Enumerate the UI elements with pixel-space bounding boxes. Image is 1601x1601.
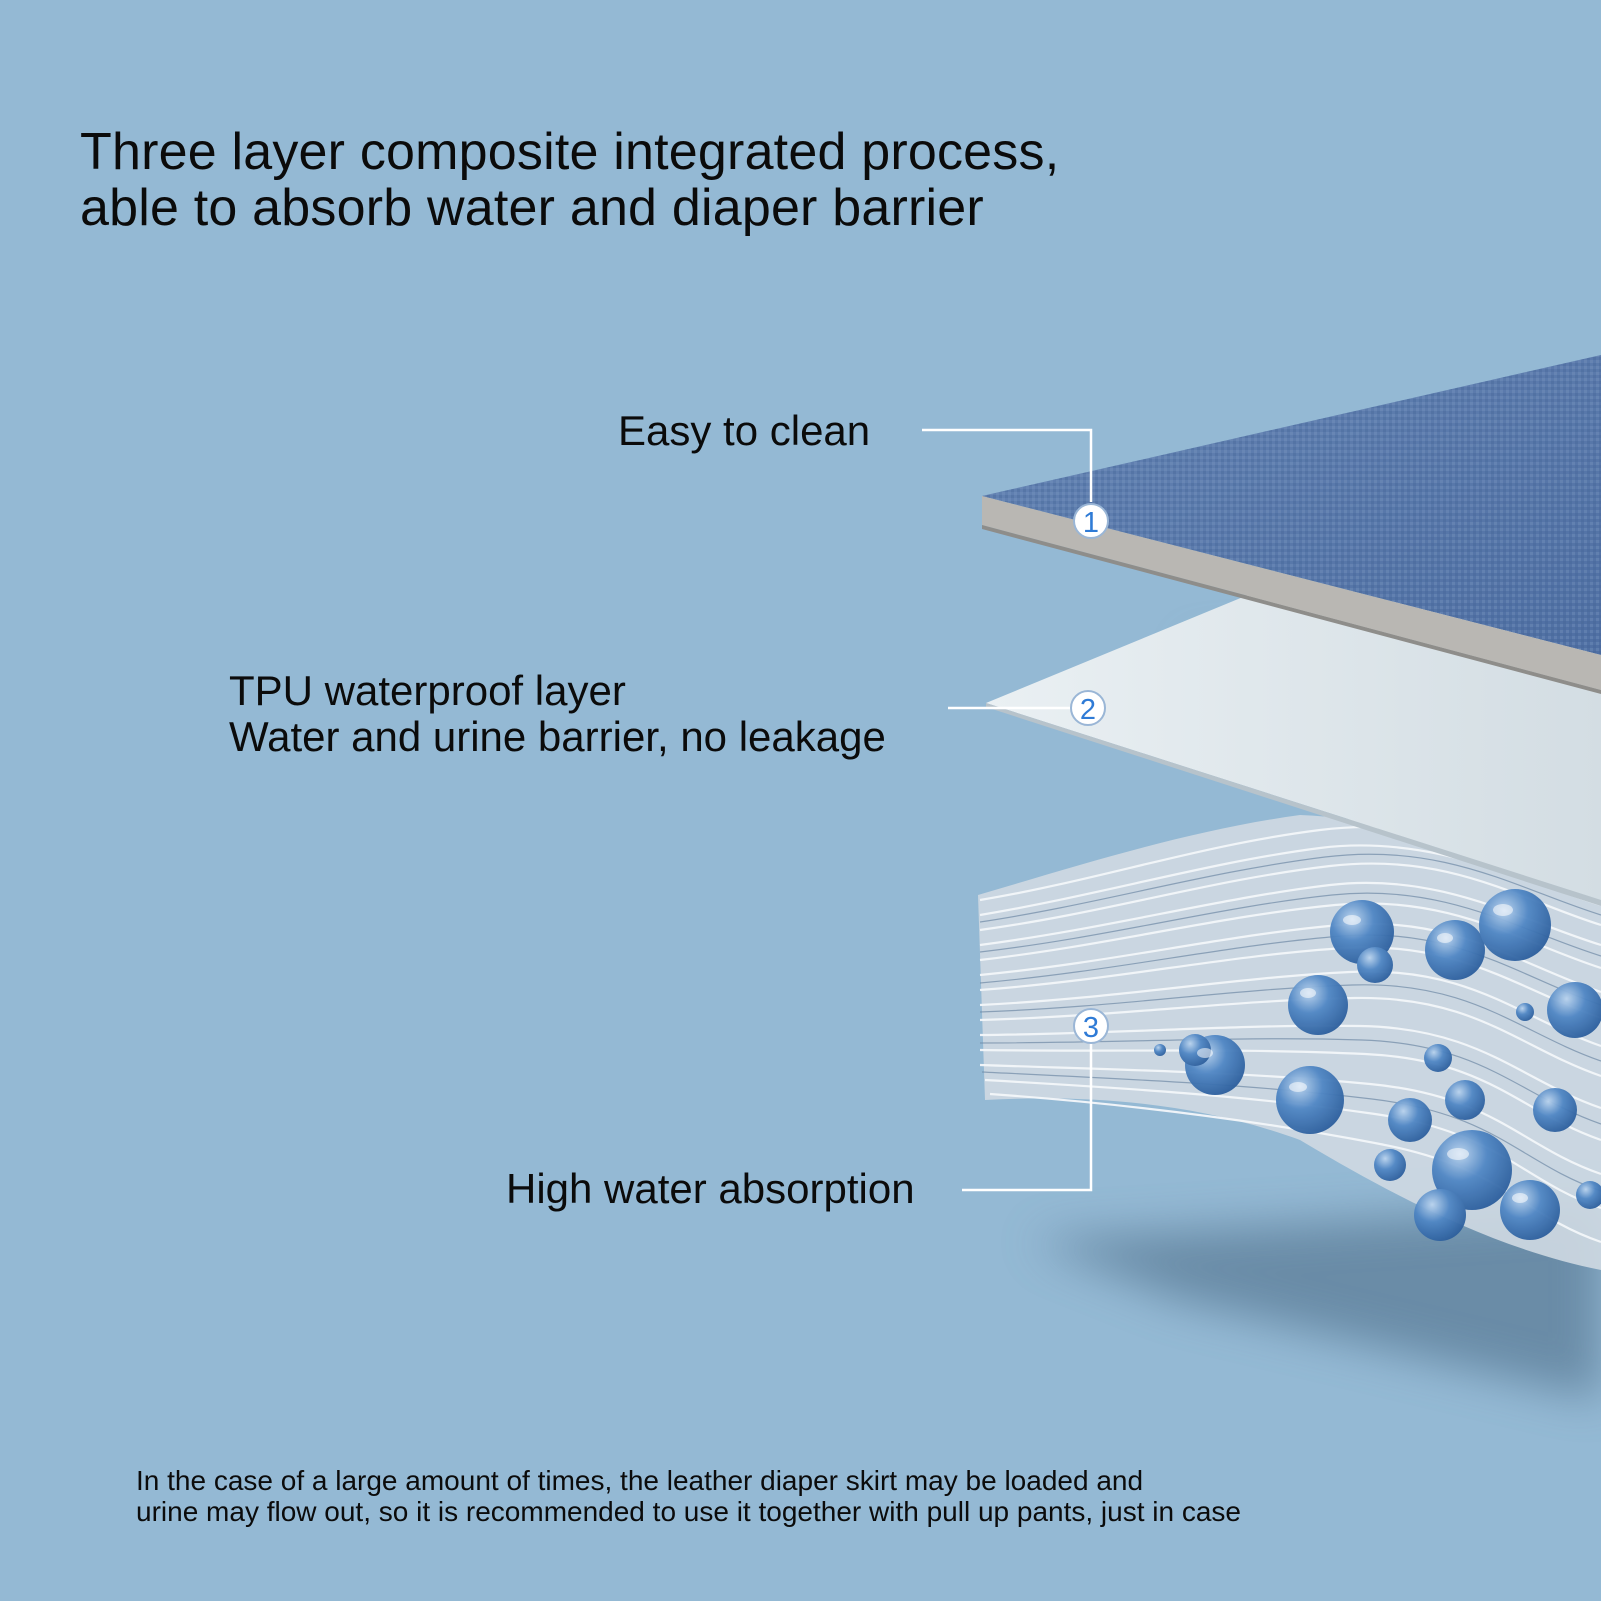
number-marker-2: 2	[1070, 690, 1106, 726]
layer-2-label-line-1: TPU waterproof layer	[229, 667, 626, 714]
layer-2-label: TPU waterproof layer Water and urine bar…	[229, 668, 886, 760]
tpu-layer	[986, 590, 1601, 906]
page-title: Three layer composite integrated process…	[80, 124, 1059, 236]
footnote-line-1: In the case of a large amount of times, …	[136, 1465, 1144, 1496]
leader-line-3	[962, 1043, 1093, 1192]
footnote-line-2: urine may flow out, so it is recommended…	[136, 1496, 1242, 1527]
leader-lines	[922, 428, 1093, 1192]
shadow-under-fibers	[1030, 1205, 1601, 1400]
layer-2-label-line-2: Water and urine barrier, no leakage	[229, 713, 886, 760]
top-fabric-layer	[982, 355, 1601, 694]
title-line-1: Three layer composite integrated process…	[80, 123, 1060, 181]
number-marker-1: 1	[1073, 503, 1109, 539]
layer-3-label: High water absorption	[506, 1165, 915, 1212]
number-marker-3: 3	[1073, 1008, 1109, 1044]
absorbent-fiber-layer	[978, 815, 1601, 1270]
layer-1-label: Easy to clean	[618, 407, 871, 454]
leader-line-1	[922, 428, 1093, 502]
number-3: 3	[1083, 1012, 1099, 1044]
number-2: 2	[1080, 694, 1096, 726]
number-1: 1	[1083, 507, 1099, 539]
footnote: In the case of a large amount of times, …	[136, 1465, 1241, 1527]
title-line-2: able to absorb water and diaper barrier	[80, 179, 984, 237]
